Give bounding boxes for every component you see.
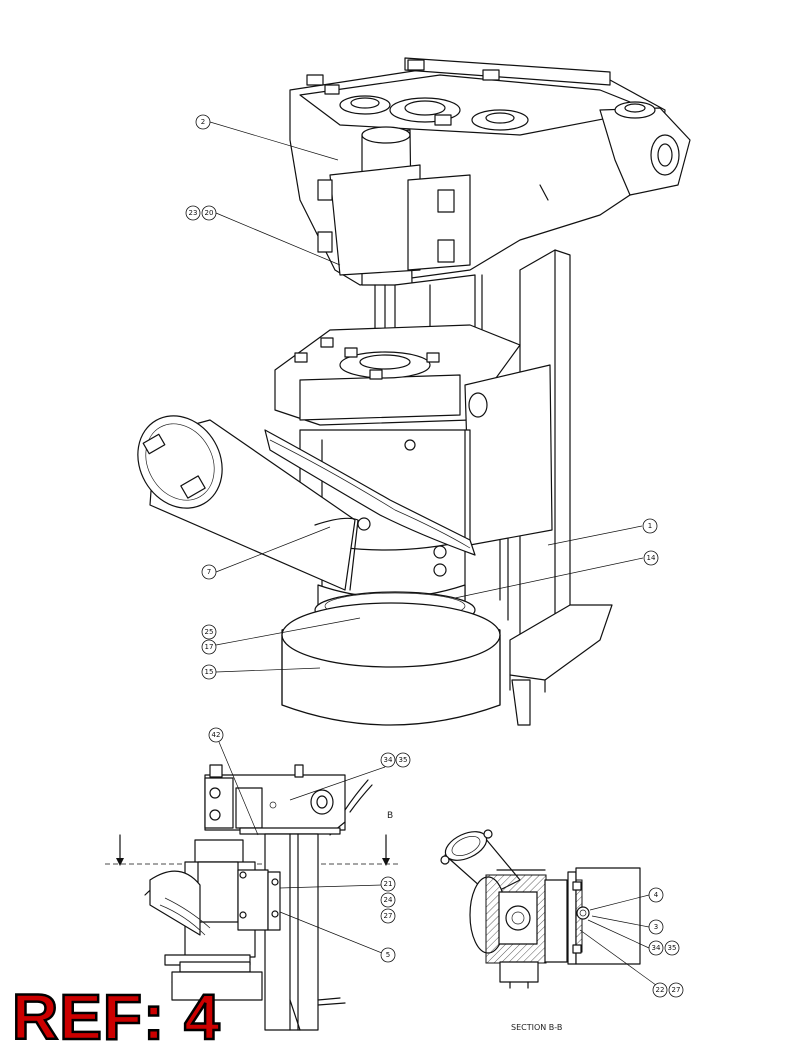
callout-34-side-label: 34 (384, 756, 393, 764)
callout-14: 14 (643, 550, 659, 566)
section-b-b-view (440, 829, 641, 989)
callout-42: 42 (208, 727, 224, 743)
callout-25: 25 (201, 624, 217, 640)
callout-17: 17 (201, 639, 217, 655)
base-drum (281, 602, 501, 726)
side-elevation-view (105, 764, 400, 1031)
callout-5: 5 (380, 947, 396, 963)
section-leaders (579, 894, 661, 989)
callout-7: 7 (201, 564, 217, 580)
section-marker-b: B (387, 811, 393, 821)
callout-15-label: 15 (205, 668, 214, 676)
callout-24: 24 (380, 892, 396, 908)
callout-35-section-label: 35 (668, 944, 677, 952)
callout-42-label: 42 (212, 731, 221, 739)
callout-21: 21 (380, 876, 396, 892)
callout-20: 20 (201, 205, 217, 221)
callout-1-label: 1 (648, 522, 652, 530)
callout-34-side: 34 (380, 752, 396, 768)
callout-15: 15 (201, 664, 217, 680)
mounting-plate (274, 324, 553, 546)
callout-23-label: 23 (189, 209, 198, 217)
reference-label: REF: 4 (11, 981, 221, 1053)
callout-24-label: 24 (384, 896, 393, 904)
callout-2: 2 (195, 114, 211, 130)
callout-25-label: 25 (205, 628, 214, 636)
callout-1: 1 (642, 518, 658, 534)
side-leaders (218, 741, 386, 954)
callout-22: 22 (652, 982, 668, 998)
callout-2-label: 2 (201, 118, 205, 126)
callout-7-label: 7 (207, 568, 211, 576)
callout-4-label: 4 (654, 891, 659, 899)
callout-17-label: 17 (205, 643, 214, 651)
callout-27-section-label: 27 (672, 986, 681, 994)
callout-3-label: 3 (654, 923, 658, 931)
callout-27-section: 27 (668, 982, 684, 998)
callout-34-section: 34 (648, 940, 664, 956)
callout-5-label: 5 (386, 951, 390, 959)
main-leaders (209, 121, 644, 673)
callout-27-side: 27 (380, 908, 396, 924)
callout-14-label: 14 (647, 554, 656, 562)
callout-4: 4 (648, 887, 664, 903)
callout-22-label: 22 (656, 986, 665, 994)
callout-35-section: 35 (664, 940, 680, 956)
main-isometric-view (137, 57, 691, 726)
top-housing (289, 57, 691, 286)
callout-20-label: 20 (205, 209, 214, 217)
swing-linkage (264, 429, 476, 577)
callout-21-label: 21 (384, 880, 393, 888)
callout-34-section-label: 34 (652, 944, 661, 952)
callout-35-side-label: 35 (399, 756, 408, 764)
section-title: SECTION B-B (511, 1023, 562, 1032)
callout-3: 3 (648, 919, 664, 935)
callout-35-side: 35 (395, 752, 411, 768)
inlet-pipe (137, 415, 359, 591)
callout-23: 23 (185, 205, 201, 221)
callout-27-side-label: 27 (384, 912, 393, 920)
